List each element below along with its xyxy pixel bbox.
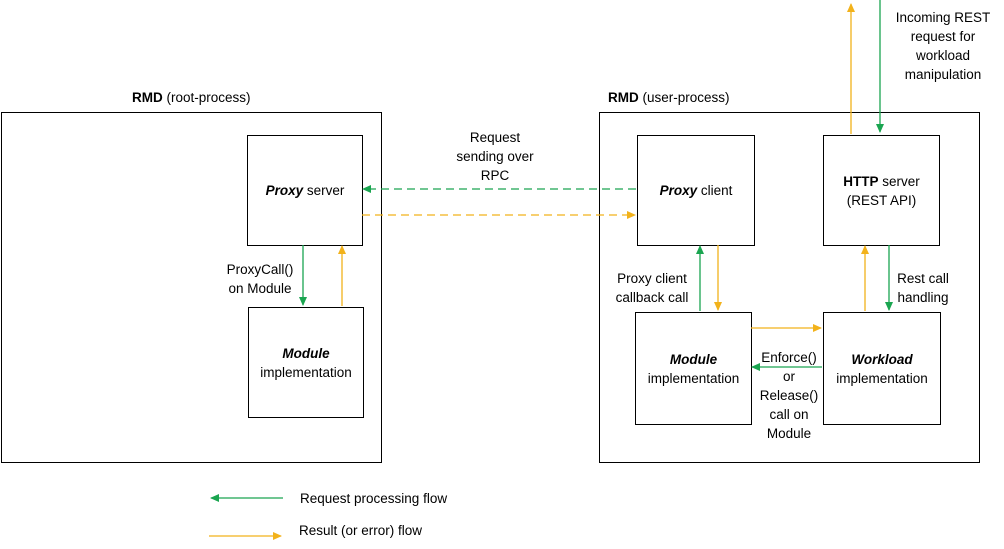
module-root-box: Module implementation xyxy=(248,307,364,418)
workload-bold: Workload xyxy=(851,351,913,367)
proxy-client-box: Proxy client xyxy=(637,135,755,246)
http-server-rest: server xyxy=(878,173,920,189)
user-process-title: RMD (user-process) xyxy=(608,90,730,105)
workload-box: Workload implementation xyxy=(823,312,941,425)
proxy-server-bold: Proxy xyxy=(265,183,304,198)
enforce-label: Enforce() or Release() call on Module xyxy=(752,348,826,443)
callback-label: Proxy client callback call xyxy=(604,269,700,307)
rest-call-label: Rest call handling xyxy=(890,269,956,307)
enforce-label-line4: call on xyxy=(769,407,809,422)
incoming-label-line2: request for xyxy=(910,29,976,44)
legend-request-label: Request processing flow xyxy=(300,491,448,506)
enforce-label-line1: Enforce() xyxy=(761,350,817,365)
proxy-client-bold: Proxy xyxy=(659,183,698,198)
proxycall-label-line2: on Module xyxy=(228,281,292,296)
incoming-label-line3: workload xyxy=(915,48,971,63)
callback-label-line2: callback call xyxy=(615,290,689,305)
proxycall-label-line1: ProxyCall() xyxy=(226,262,294,277)
http-server-bold: HTTP xyxy=(843,173,879,189)
rest-call-label-line1: Rest call xyxy=(897,271,949,286)
enforce-label-line5: Module xyxy=(766,426,812,441)
enforce-label-line3: Release() xyxy=(759,388,819,403)
proxy-server-box: Proxy server xyxy=(247,135,363,246)
module-user-rest: implementation xyxy=(647,370,740,386)
proxycall-label: ProxyCall() on Module xyxy=(214,260,306,298)
rpc-label: Request sending over RPC xyxy=(445,128,545,185)
rpc-label-line1: Request xyxy=(469,130,521,145)
proxy-server-rest: server xyxy=(303,183,345,198)
root-process-title-bold: RMD xyxy=(132,90,163,105)
user-process-title-rest: (user-process) xyxy=(638,90,730,105)
root-process-title-rest: (root-process) xyxy=(162,90,251,105)
incoming-label-line1: Incoming REST xyxy=(895,10,991,25)
root-process-title: RMD (root-process) xyxy=(132,90,251,105)
workload-rest: implementation xyxy=(836,370,928,386)
proxy-client-rest: client xyxy=(697,183,733,198)
http-server-box: HTTP server (REST API) xyxy=(823,135,940,246)
rpc-label-line2: sending over xyxy=(456,149,534,164)
rpc-label-line3: RPC xyxy=(480,168,510,183)
module-user-bold: Module xyxy=(669,351,718,367)
rest-call-label-line2: handling xyxy=(897,290,949,305)
enforce-label-line2: or xyxy=(782,369,795,384)
module-root-bold: Module xyxy=(282,345,330,361)
http-server-api: (REST API) xyxy=(846,192,917,208)
module-user-box: Module implementation xyxy=(635,312,752,425)
user-process-title-bold: RMD xyxy=(608,90,639,105)
incoming-label-line4: manipulation xyxy=(904,67,982,82)
module-root-rest: implementation xyxy=(260,364,352,380)
callback-label-line1: Proxy client xyxy=(617,271,687,286)
legend-result-label: Result (or error) flow xyxy=(299,523,423,538)
incoming-label: Incoming REST request for workload manip… xyxy=(888,8,998,84)
